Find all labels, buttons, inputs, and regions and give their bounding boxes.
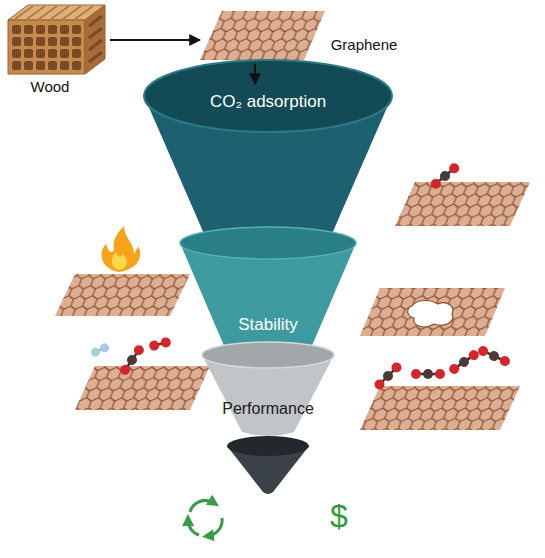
recycle-icon xyxy=(188,500,222,536)
node-label: Graphene xyxy=(328,36,400,53)
cost-symbol: $ xyxy=(330,498,348,535)
flow-arrow xyxy=(110,39,200,41)
node-label: Wood xyxy=(5,78,95,95)
graphene-sheet: Graphene xyxy=(200,8,400,64)
graphene-sheet xyxy=(75,336,210,410)
graphene-sheet xyxy=(360,288,505,336)
funnel-spout xyxy=(227,436,309,494)
graphene-sheet xyxy=(360,344,520,430)
graphene-sheet xyxy=(55,226,190,316)
wood-block: Wood xyxy=(5,2,110,97)
graphene-sheet xyxy=(395,161,530,226)
funnel-stage: Performance xyxy=(200,340,336,440)
node-label: Performance xyxy=(200,400,336,418)
node-label: CO₂ adsorption xyxy=(143,92,393,112)
node-label: Stability xyxy=(178,315,358,335)
funnel-stage: CO₂ adsorption xyxy=(143,58,393,243)
funnel-stage-outline xyxy=(200,340,336,440)
funnel-stage-outline xyxy=(143,58,393,243)
